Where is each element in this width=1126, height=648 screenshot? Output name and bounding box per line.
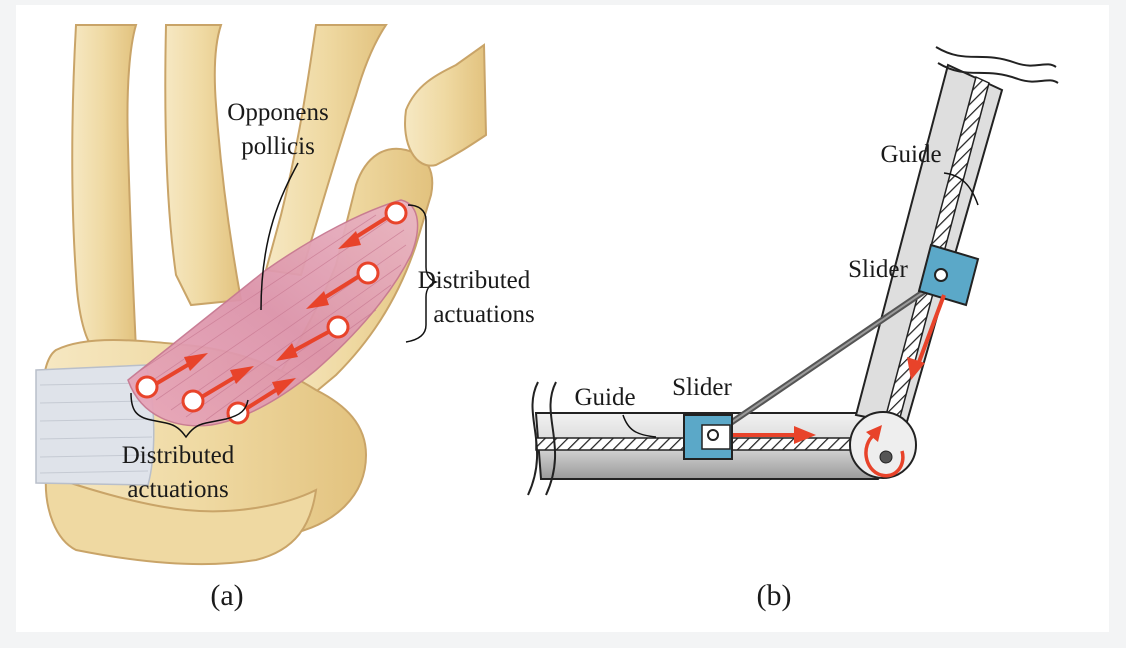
rotation-arrow-head	[866, 425, 882, 442]
brace-right	[405, 204, 439, 343]
metacarpal-1	[71, 24, 138, 351]
muscle-leader-line	[260, 162, 299, 311]
actuation-right-label-line2: actuations	[433, 301, 534, 328]
panel-a-caption: (a)	[210, 579, 243, 612]
panel-b: Guide Slider Guide Slider (b)	[527, 46, 1059, 612]
actuation-point	[181, 389, 205, 413]
slide-arrow-upper	[907, 357, 925, 380]
rotation-arrow	[864, 433, 905, 478]
joint-axle	[879, 450, 893, 464]
thumb-phalanx	[404, 43, 488, 167]
break-mark-top	[935, 46, 1059, 84]
arrow-head	[306, 291, 329, 309]
actuation-bottom-label-line1: Distributed	[122, 442, 235, 469]
slider-lower-label: Slider	[672, 374, 732, 401]
ligament-striations	[39, 382, 153, 474]
slider-upper-label: Slider	[848, 256, 908, 283]
figure: Opponens pollicis Distributed actuations…	[16, 5, 1109, 632]
muscle-label-line2: pollicis	[241, 133, 315, 160]
metacarpal-2	[164, 24, 243, 307]
elbow-joint	[849, 411, 917, 479]
actuation-point	[226, 401, 250, 425]
figure-canvas: Opponens pollicis Distributed actuations…	[35, 24, 1059, 612]
actuation-point	[326, 315, 350, 339]
arrow-head	[338, 231, 361, 249]
panel-b-caption: (b)	[757, 579, 792, 612]
guide-lower-label: Guide	[574, 384, 635, 411]
slide-arrow-lower	[794, 426, 816, 444]
actuation-point	[356, 261, 380, 285]
break-mark-left	[527, 381, 557, 496]
arrow-head	[230, 366, 254, 384]
wrist-base	[44, 473, 318, 566]
guide-upper-label: Guide	[880, 141, 941, 168]
actuation-bottom-label-line2: actuations	[127, 476, 228, 503]
actuation-right-label-line1: Distributed	[418, 267, 531, 294]
brace-bottom	[130, 392, 249, 439]
arrow-head	[272, 378, 296, 396]
guide-upper-leader	[943, 172, 979, 206]
upper-slider	[917, 243, 980, 307]
actuation-arrows-bottom	[135, 353, 296, 425]
actuation-point	[384, 201, 408, 225]
arrow-head	[276, 343, 298, 361]
actuation-point	[135, 375, 159, 399]
arrow-head	[184, 353, 208, 371]
metacarpal-3	[264, 24, 388, 277]
muscle-label-line1: Opponens	[227, 99, 328, 126]
actuation-arrows-right	[276, 201, 408, 361]
guide-lower-leader	[622, 414, 657, 438]
panel-a: Opponens pollicis Distributed actuations…	[35, 24, 535, 612]
